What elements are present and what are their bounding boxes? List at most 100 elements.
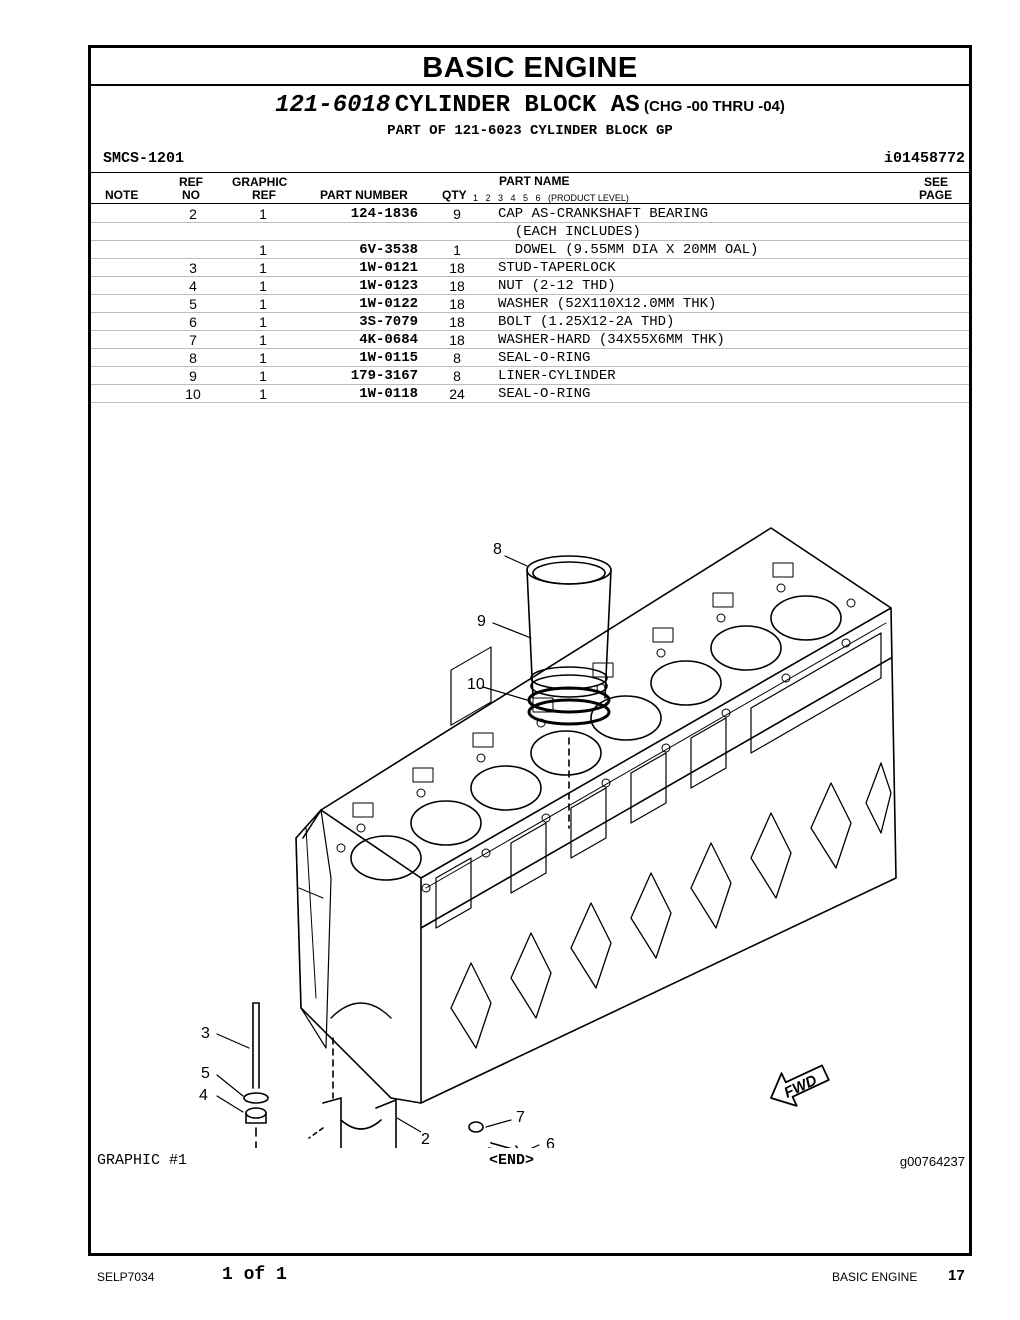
graphic-ref: 1	[259, 206, 267, 222]
part-number: 1W-0115	[359, 350, 418, 366]
table-row: 7 1 4K-0684 18 WASHER-HARD (34X55X6MM TH…	[91, 331, 969, 349]
parts-page-frame: BASIC ENGINE 121-6018 CYLINDER BLOCK AS …	[88, 45, 972, 1256]
table-row: 1 6V-3538 1 DOWEL (9.55MM DIA X 20MM OAL…	[91, 241, 969, 259]
parts-table-header: NOTE REF NO GRAPHIC REF PART NUMBER QTY …	[91, 172, 969, 204]
header-product-levels: 1 2 3 4 5 6 (PRODUCT LEVEL)	[473, 193, 629, 203]
part-name: LINER-CYLINDER	[498, 368, 616, 384]
part-name: SEAL-O-RING	[498, 350, 591, 366]
quantity: 8	[453, 350, 461, 366]
quantity: 18	[449, 332, 465, 348]
table-row: 3 1 1W-0121 18 STUD-TAPERLOCK	[91, 259, 969, 277]
ref-number: 9	[189, 368, 197, 384]
cylinder-bores	[350, 595, 842, 881]
part-name: SEAL-O-RING	[498, 386, 591, 402]
part-of-label: PART OF 121-6023 CYLINDER BLOCK GP	[387, 123, 673, 139]
ref-number: 7	[189, 332, 197, 348]
part-number: 1W-0121	[359, 260, 418, 276]
part-name: CAP AS-CRANKSHAFT BEARING	[498, 206, 709, 222]
part-number: 179-3167	[350, 368, 418, 384]
graphic-ref: 1	[259, 242, 267, 258]
graphic-ref: 1	[259, 350, 267, 366]
quantity: 24	[449, 386, 465, 402]
callout-8: 8	[493, 541, 502, 558]
smcs-code: SMCS-1201	[103, 150, 185, 167]
table-row: 4 1 1W-0123 18 NUT (2-12 THD)	[91, 277, 969, 295]
part-name: BOLT (1.25X12-2A THD)	[498, 314, 675, 330]
header-part-number: PART NUMBER	[320, 188, 408, 202]
part-number: 1W-0123	[359, 278, 418, 294]
ref-number: 10	[185, 386, 201, 402]
assembly-heading: 121-6018 CYLINDER BLOCK AS (CHG -00 THRU…	[91, 92, 969, 119]
part-name: DOWEL (9.55MM DIA X 20MM OAL)	[498, 242, 759, 258]
quantity: 18	[449, 260, 465, 276]
header-see-top: SEE	[924, 175, 949, 189]
header-part-name: PART NAME	[499, 174, 570, 188]
illustration-id: i01458772	[883, 150, 965, 167]
part-name: NUT (2-12 THD)	[498, 278, 616, 294]
section-title: BASIC ENGINE	[91, 48, 969, 86]
graphic-ref: 1	[259, 296, 267, 312]
callout-5: 5	[201, 1065, 210, 1082]
assembly-part-number: 121-6018	[275, 92, 391, 119]
graphic-ref: 1	[259, 368, 267, 384]
graphic-ref: 1	[259, 260, 267, 276]
callout-4: 4	[199, 1087, 208, 1104]
part-number: 6V-3538	[359, 242, 418, 258]
fwd-arrow-icon	[770, 1064, 830, 1107]
header-graphic-top: GRAPHIC	[232, 175, 288, 189]
stud-washer-nut-illustration	[243, 1002, 269, 1148]
quantity: 18	[449, 278, 465, 294]
table-row: 10 1 1W-0118 24 SEAL-O-RING	[91, 385, 969, 403]
quantity: 18	[449, 296, 465, 312]
part-number: 4K-0684	[359, 332, 418, 348]
footer-doc-code: SELP7034	[97, 1270, 155, 1284]
table-row: 8 1 1W-0115 8 SEAL-O-RING	[91, 349, 969, 367]
part-name: WASHER-HARD (34X55X6MM THK)	[498, 332, 725, 348]
assembly-name: CYLINDER BLOCK AS	[394, 92, 640, 119]
footer-page-number: 17	[948, 1267, 965, 1284]
graphic-id: g00764237	[899, 1154, 965, 1169]
footer-section: BASIC ENGINE	[832, 1270, 918, 1284]
callout-3: 3	[201, 1025, 210, 1042]
table-row: 6 1 3S-7079 18 BOLT (1.25X12-2A THD)	[91, 313, 969, 331]
end-marker: <END>	[489, 1152, 535, 1169]
table-row: (EACH INCLUDES)	[91, 223, 969, 241]
header-note: NOTE	[105, 188, 139, 202]
bearing-cap-illustration	[308, 1037, 397, 1148]
graphic-ref: 1	[259, 386, 267, 402]
quantity: 9	[453, 206, 461, 222]
change-range: (CHG -00 THRU -04)	[644, 98, 785, 115]
quantity: 8	[453, 368, 461, 384]
table-row: 9 1 179-3167 8 LINER-CYLINDER	[91, 367, 969, 385]
table-row: 2 1 124-1836 9 CAP AS-CRANKSHAFT BEARING	[91, 205, 969, 223]
part-number: 1W-0118	[359, 386, 418, 402]
callout-9: 9	[477, 613, 486, 630]
part-name: (EACH INCLUDES)	[498, 224, 641, 240]
part-number: 1W-0122	[359, 296, 418, 312]
part-name: STUD-TAPERLOCK	[498, 260, 616, 276]
callout-7: 7	[516, 1109, 525, 1126]
ref-number: 6	[189, 314, 197, 330]
cylinder-block-illustration	[295, 527, 897, 1104]
header-ref-top: REF	[179, 175, 203, 189]
ref-number: 2	[189, 206, 197, 222]
callout-2: 2	[421, 1131, 430, 1148]
graphic-ref: 1	[259, 332, 267, 348]
ref-number: 5	[189, 296, 197, 312]
header-graphic-bottom: REF	[252, 188, 276, 202]
part-number: 124-1836	[350, 206, 418, 222]
part-name: WASHER (52X110X12.0MM THK)	[498, 296, 717, 312]
quantity: 1	[453, 242, 461, 258]
callout-6: 6	[546, 1136, 555, 1148]
header-ref-bottom: NO	[182, 188, 200, 202]
callout-2-graphic: 2	[396, 1117, 430, 1148]
graphic-label: GRAPHIC #1	[97, 1152, 188, 1169]
footer-page-of: 1 of 1	[222, 1265, 287, 1285]
graphic-ref: 1	[259, 278, 267, 294]
bolt-washer-illustration	[468, 1121, 519, 1148]
ref-number: 3	[189, 260, 197, 276]
quantity: 18	[449, 314, 465, 330]
graphic-ref: 1	[259, 314, 267, 330]
header-qty: QTY	[442, 188, 467, 202]
callout-10: 10	[467, 676, 485, 693]
